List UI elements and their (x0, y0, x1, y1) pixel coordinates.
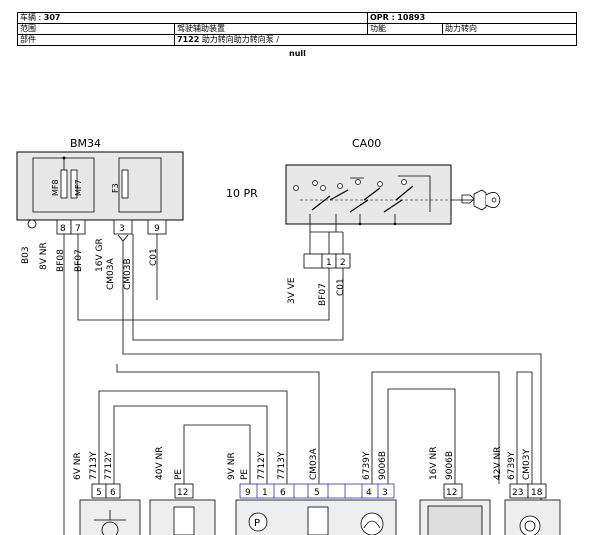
svg-text:BF07: BF07 (318, 283, 328, 306)
svg-text:7713Y: 7713Y (277, 451, 287, 480)
svg-text:16V NR: 16V NR (429, 447, 439, 480)
svg-text:12: 12 (446, 488, 457, 498)
parking-icon (248, 512, 268, 532)
svg-text:CM03A: CM03A (106, 257, 116, 290)
svg-text:6739Y: 6739Y (507, 451, 517, 480)
svg-text:BF08: BF08 (56, 249, 66, 272)
chip-icon (173, 506, 195, 535)
part-value: 7122 助力转向助力转向泵 / (174, 34, 577, 46)
svg-text:7: 7 (75, 224, 81, 234)
svg-text:9: 9 (245, 488, 251, 498)
svg-text:C01: C01 (149, 248, 159, 266)
chip-icon (307, 506, 329, 535)
gauge-icon (360, 512, 384, 535)
svg-text:PE: PE (174, 469, 184, 480)
svg-text:18: 18 (531, 488, 543, 498)
svg-text:3V VE: 3V VE (287, 277, 297, 304)
svg-text:C01: C01 (336, 278, 346, 296)
ca00-pr-label: 10 PR (226, 187, 258, 200)
svg-text:7713Y: 7713Y (89, 451, 99, 480)
svg-text:9V NR: 9V NR (227, 452, 237, 480)
svg-text:1: 1 (326, 258, 332, 268)
svg-text:4: 4 (366, 488, 372, 498)
svg-text:2: 2 (340, 258, 346, 268)
svg-text:5: 5 (314, 488, 320, 498)
svg-text:9006B: 9006B (378, 451, 388, 480)
svg-text:40V NR: 40V NR (155, 447, 165, 480)
header-table: 车辆 : 307 OPR : 10893 范围 驾驶辅助装置 功能 助力转向 部… (17, 12, 577, 46)
svg-text:PE: PE (240, 469, 250, 480)
null-note: null (289, 49, 306, 58)
svg-text:42V NR: 42V NR (493, 447, 503, 480)
svg-text:CM03Y: CM03Y (522, 448, 532, 480)
ground-label: B03 (21, 246, 31, 264)
svg-text:6739Y: 6739Y (362, 451, 372, 480)
svg-text:P: P (254, 518, 260, 529)
fuse-mf7-label: MF7 (74, 179, 83, 196)
svg-text:7712Y: 7712Y (257, 451, 267, 480)
svg-text:12: 12 (177, 488, 188, 498)
svg-text:3: 3 (382, 488, 388, 498)
svg-text:1: 1 (262, 488, 268, 498)
ignition-key-icon (461, 189, 501, 211)
fuse-mf8-label: MF8 (51, 179, 60, 196)
svg-text:CM03A: CM03A (309, 447, 319, 480)
svg-text:23: 23 (512, 488, 523, 498)
svg-text:8: 8 (60, 224, 66, 234)
svg-text:9: 9 (154, 224, 160, 234)
svg-text:CM03B: CM03B (123, 258, 133, 290)
wires (63, 234, 542, 535)
part-label: 部件 (17, 34, 175, 46)
svg-text:6: 6 (110, 488, 116, 498)
ground-terminal-icon (27, 219, 37, 229)
bm34-box (16, 151, 184, 221)
ca00-box (285, 164, 452, 225)
svg-text:9006B: 9006B (445, 451, 455, 480)
svg-text:16V GR: 16V GR (95, 238, 105, 272)
bm34-title: BM34 (70, 137, 101, 150)
steering-icon (519, 515, 541, 535)
fuse-f3-label: F3 (111, 183, 120, 193)
svg-text:7712Y: 7712Y (104, 451, 114, 480)
svg-text:6: 6 (280, 488, 286, 498)
svg-text:6V NR: 6V NR (73, 452, 83, 480)
svg-text:BF07: BF07 (74, 249, 84, 272)
ca00-title: CA00 (352, 137, 381, 150)
svg-text:5: 5 (96, 488, 102, 498)
bm34-pin-3 (113, 219, 133, 235)
svg-text:8V NR: 8V NR (39, 242, 49, 270)
svg-text:3: 3 (119, 224, 125, 234)
